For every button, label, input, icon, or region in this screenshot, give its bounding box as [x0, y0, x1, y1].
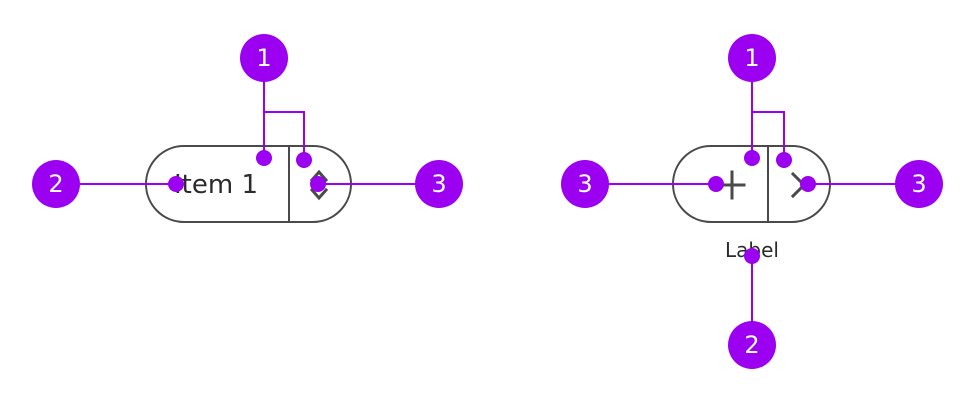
pin-b-1a [744, 150, 760, 166]
split-button-a-label: Item 1 [174, 170, 258, 200]
pin-a-1b [296, 152, 312, 168]
pin-a-2 [168, 176, 184, 192]
badge-a-3-text: 3 [431, 170, 446, 198]
badge-a-1: 1 [240, 34, 288, 82]
pin-b-1b [776, 152, 792, 168]
pin-b-2 [744, 248, 760, 264]
badge-b-3-leading: 3 [561, 160, 609, 208]
pin-a-3 [310, 176, 326, 192]
badge-a-1-text: 1 [256, 44, 271, 72]
badge-b-2: 2 [728, 321, 776, 369]
badge-a-2-text: 2 [48, 170, 63, 198]
badge-b-3-trailing-text: 3 [911, 170, 926, 198]
badge-b-1: 1 [728, 34, 776, 82]
badge-b-3-trailing: 3 [895, 160, 943, 208]
add-icon[interactable] [718, 170, 746, 200]
leader-b-1 [751, 80, 785, 160]
badge-b-1-text: 1 [744, 44, 759, 72]
badge-b-2-text: 2 [744, 331, 759, 359]
badge-a-2: 2 [32, 160, 80, 208]
pin-a-1a [256, 150, 272, 166]
callouts-b [608, 80, 896, 322]
pin-b-3a [708, 176, 724, 192]
badge-b-3-leading-text: 3 [577, 170, 592, 198]
badge-a-3: 3 [415, 160, 463, 208]
callouts-a [80, 80, 416, 192]
leader-a-1 [263, 80, 305, 160]
pin-b-3b [800, 176, 816, 192]
